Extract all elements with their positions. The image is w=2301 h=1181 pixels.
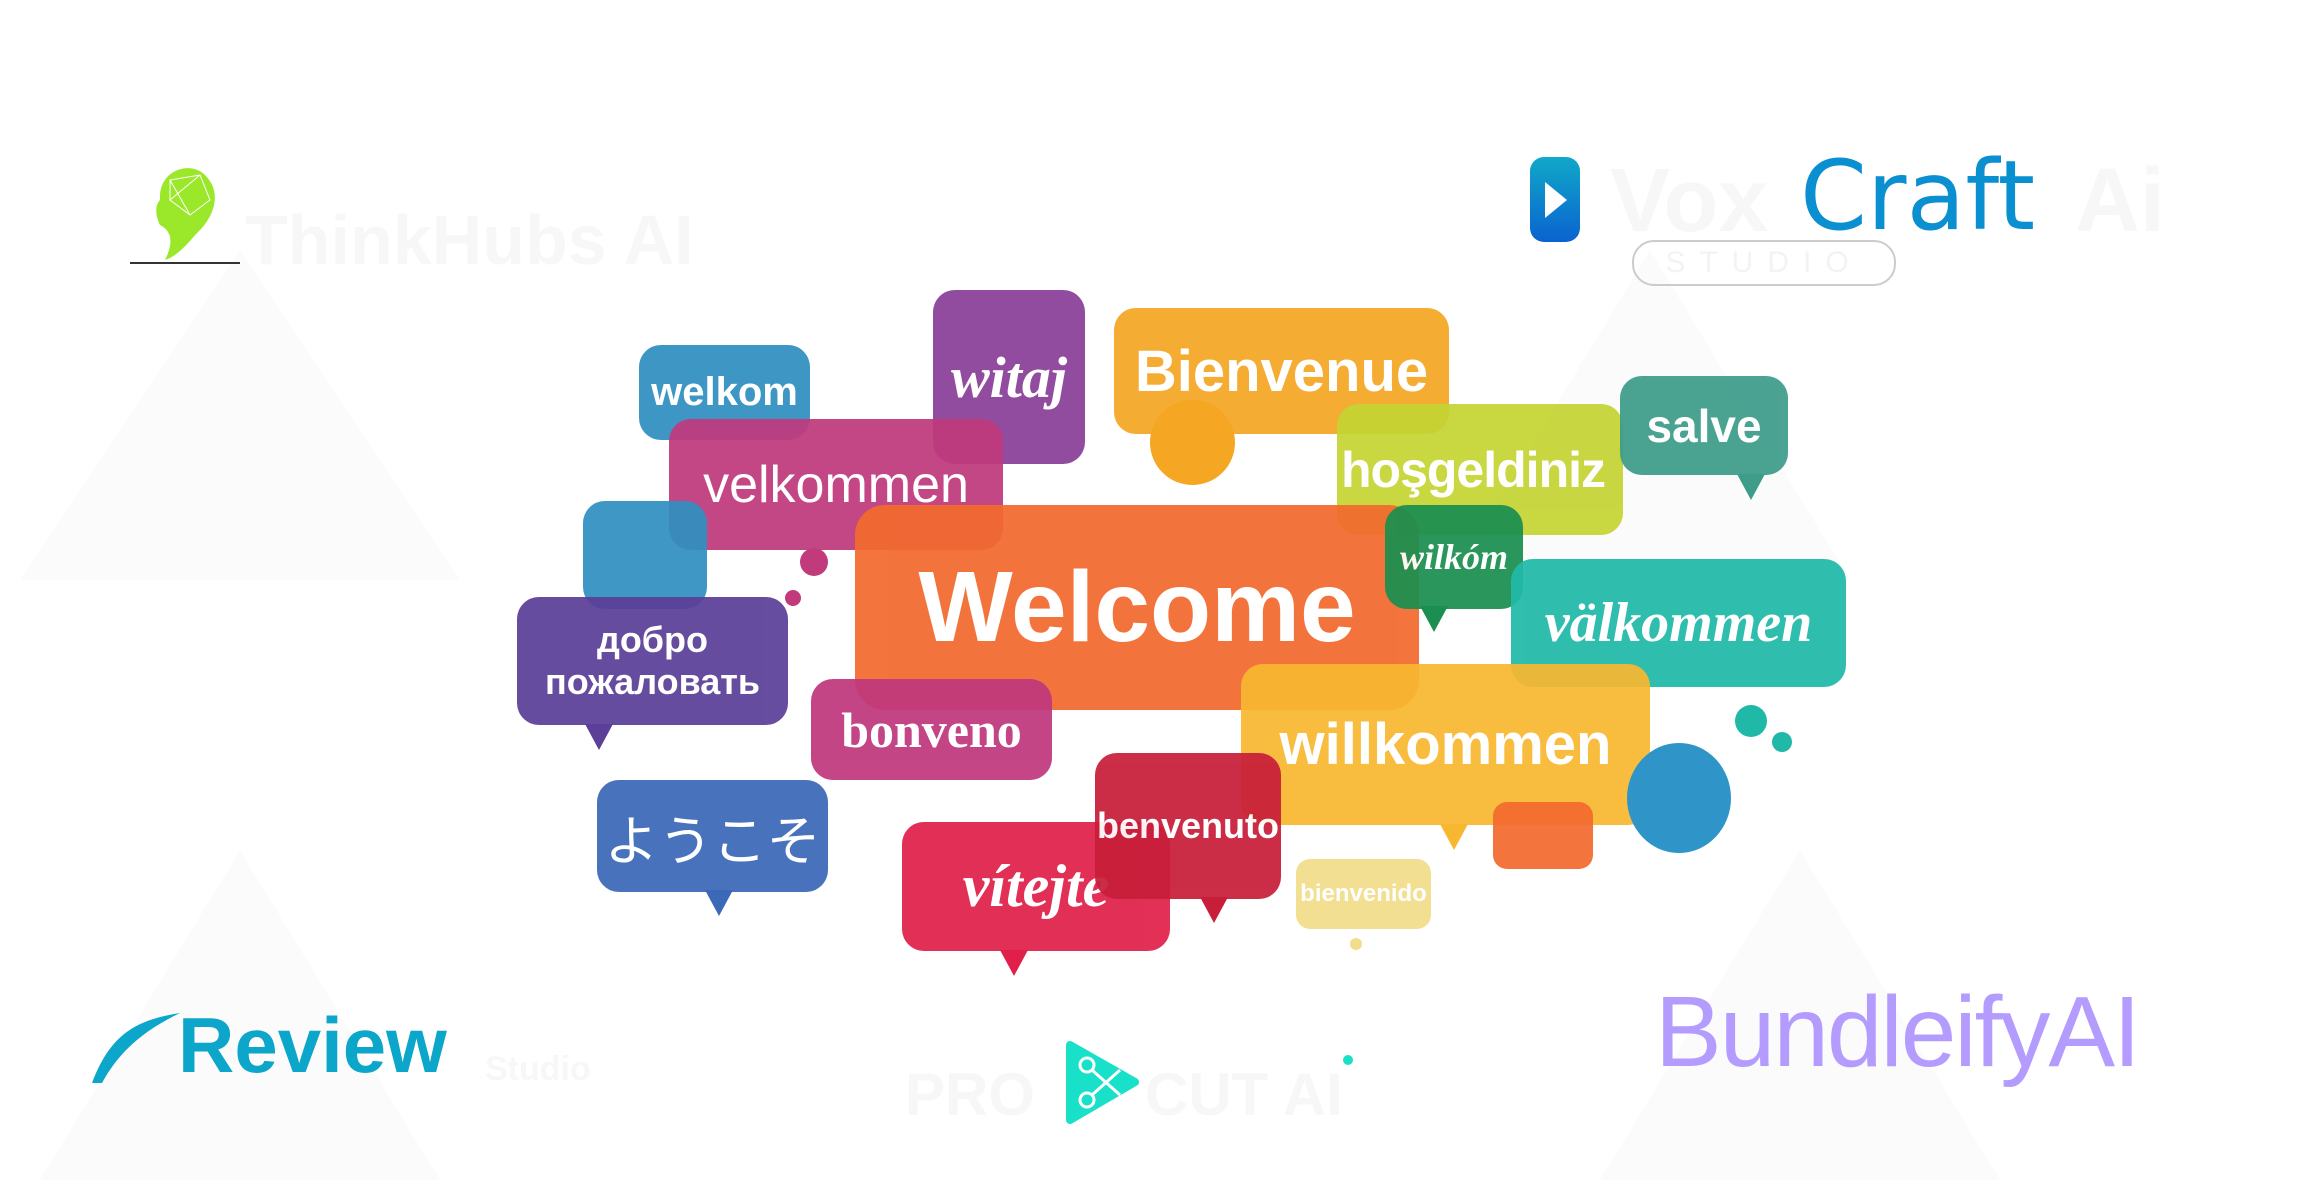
bubble-dobro: добро пожаловать [517,597,788,725]
swoosh-icon [92,1013,180,1083]
bubble-text: bonveno [841,701,1022,758]
bubble-text: Bienvenue [1134,338,1429,404]
bubble-bienvenido: bienvenido [1296,859,1431,929]
bubble-dot [1772,732,1792,752]
bubble-text: добро пожаловать [544,619,761,702]
voxcraft-prefix: Vox [1610,151,1769,251]
bubble-dot [785,590,801,606]
bubble-blue-right [1627,743,1731,853]
bubble-dot [1150,400,1235,485]
brain-head-icon [130,168,240,264]
bubble-text: witaj [950,344,1068,410]
bubble-small-orange [1493,802,1593,869]
bubble-text: welkom [651,370,798,414]
bubble-text: välkommen [1544,592,1813,654]
bubble-bonveno: bonveno [811,679,1052,780]
bubble-text: velkommen [703,455,969,514]
bubble-dot [800,548,828,576]
bubble-text: ようこそ [604,811,821,872]
bubble-welkom: welkom [639,345,810,440]
bubble-wilkom: wilkóm [1385,505,1523,609]
review-studio: Studio [485,1050,591,1088]
background-shape [40,850,440,1180]
bubble-text: Welcome [918,551,1356,663]
voxcraft-studio: STUDIO [1632,240,1896,286]
procut-left: PRO [905,1061,1036,1128]
procut-dot [1343,1055,1353,1065]
bubble-dot [1735,705,1767,737]
bubble-tail [1440,824,1468,850]
background-shape [1600,850,2000,1180]
bubble-benvenuto: benvenuto [1095,753,1281,899]
voxcraft-suffix: Ai [2075,151,2165,251]
procut-right: CUT AI [1145,1061,1343,1128]
bubble-text: wilkóm [1399,537,1509,577]
bubble-tail [705,890,733,916]
bubble-tail [1000,950,1028,976]
bubble-text: benvenuto [1096,805,1279,846]
bubble-text: vítejte [962,853,1110,919]
bubble-dot [1350,938,1362,950]
microphone-play-icon [1530,157,1580,242]
bubble-tail [1420,606,1448,632]
bubble-text: salve [1646,399,1762,452]
bubble-text: willkommen [1279,712,1612,777]
bubble-tail [585,724,613,750]
background-shape [20,250,460,580]
bubble-text: bienvenido [1300,880,1427,907]
bundleify-text: BundleifyAI [1655,976,2141,1088]
bubble-tail [1200,897,1228,923]
bubble-tail [1737,474,1765,500]
voxcraft-main: Craft [1800,140,2036,252]
bubble-youkoso: ようこそ [597,780,828,892]
bubble-salve: salve [1620,376,1788,475]
bubble-blue-back [583,501,707,609]
scissors-play-icon [1066,1041,1139,1124]
thinkhubs-text: ThinkHubs AI [245,201,694,279]
review-text: Review [178,1001,447,1089]
bubble-text: hoşgeldiniz [1341,441,1606,498]
bubble-willkommen: willkommen [1241,664,1650,825]
